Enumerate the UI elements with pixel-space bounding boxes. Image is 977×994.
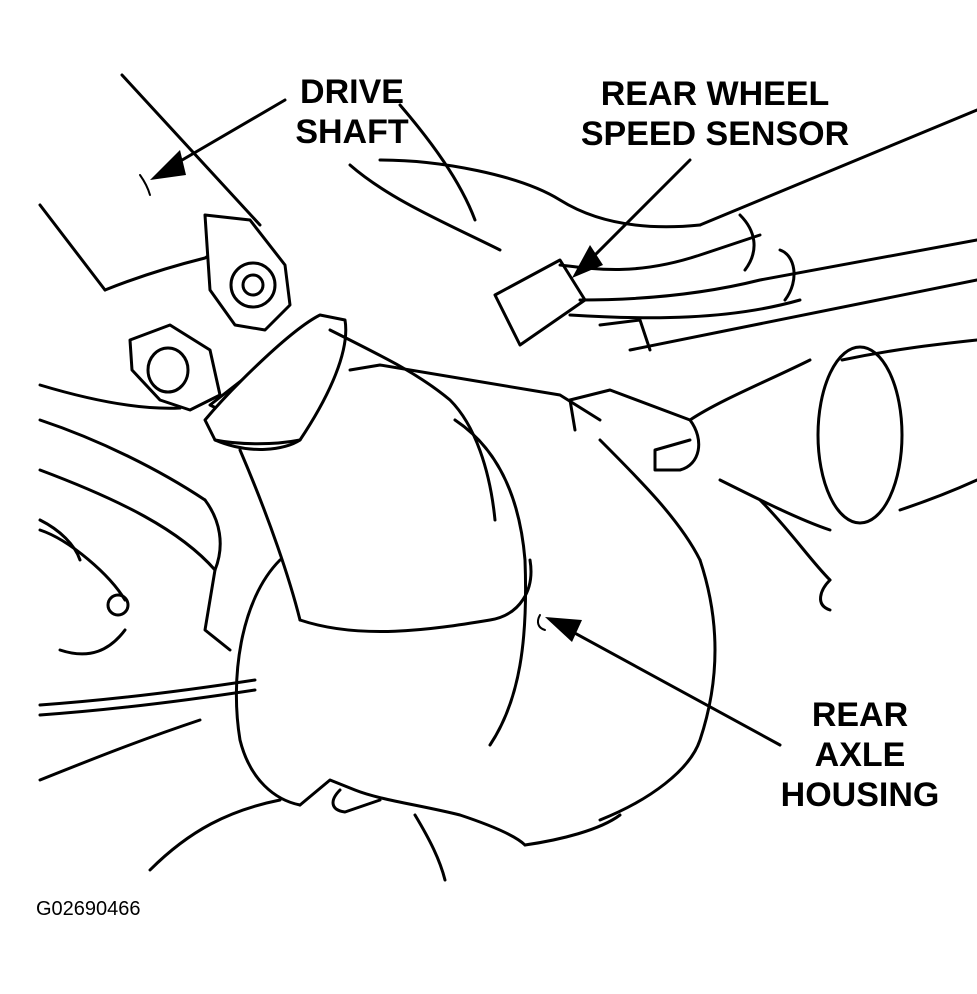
pinion-flange bbox=[203, 313, 348, 451]
drive-shaft-label-line-1: DRIVE bbox=[300, 73, 404, 111]
chassis-background bbox=[38, 103, 977, 882]
figure-id: G02690466 bbox=[36, 898, 141, 920]
arrowhead-speed-sensor bbox=[572, 245, 603, 278]
leader-arrows bbox=[150, 98, 782, 747]
axle-housing-label-line-1: REAR bbox=[811, 696, 909, 734]
axle-housing-label-line-2: AXLE bbox=[814, 736, 906, 774]
drive-shaft-label-line-2: SHAFT bbox=[295, 113, 409, 151]
drive-shaft-label: DRIVE SHAFT bbox=[282, 72, 422, 152]
rear-axle-housing-label: REAR AXLE HOUSING bbox=[760, 695, 960, 815]
arrowhead-drive-shaft bbox=[150, 150, 186, 180]
drive-shaft bbox=[38, 73, 262, 292]
axle-housing-label-line-3: HOUSING bbox=[780, 776, 940, 814]
differential-housing bbox=[234, 328, 832, 847]
speed-sensor-label-line-1: REAR WHEEL bbox=[600, 75, 830, 113]
axle-tube bbox=[688, 338, 977, 532]
speed-sensor-label-line-2: SPEED SENSOR bbox=[580, 115, 850, 153]
speed-sensor-assembly bbox=[493, 213, 977, 352]
arrowhead-axle-housing bbox=[545, 617, 582, 642]
rear-wheel-speed-sensor-label: REAR WHEEL SPEED SENSOR bbox=[560, 74, 870, 154]
